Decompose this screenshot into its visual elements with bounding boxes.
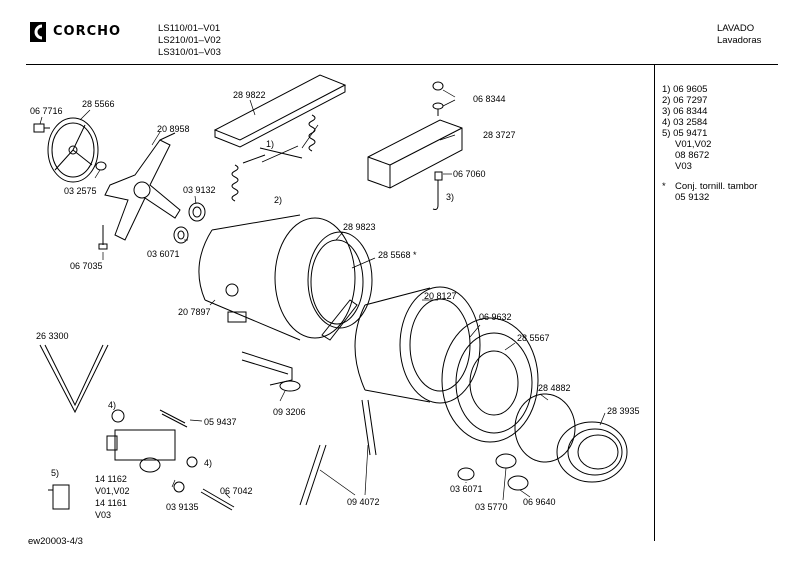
part-label: 20 7897 bbox=[178, 307, 211, 317]
legend-item: Conj. tornill. tambor bbox=[675, 181, 758, 192]
outer-tub-shape bbox=[198, 214, 356, 341]
legend-item: 1) 06 9605 bbox=[662, 84, 708, 95]
document-code: ew20003-4/3 bbox=[28, 536, 83, 547]
legend-item: V03 bbox=[675, 161, 692, 172]
part-label: 06 9632 bbox=[479, 312, 512, 322]
part-label: 28 5568 * bbox=[378, 250, 417, 260]
part-label: 03 5770 bbox=[475, 502, 508, 512]
legend-divider bbox=[654, 65, 655, 541]
part-label: 28 3727 bbox=[483, 130, 516, 140]
legend-item: 3) 06 8344 bbox=[662, 106, 708, 117]
legend-item: 5) 05 9471 bbox=[662, 128, 708, 139]
front-tub-shape bbox=[441, 317, 539, 443]
legend-asterisk: * bbox=[662, 181, 666, 192]
brand-name: CORCHO bbox=[53, 24, 122, 39]
drain-pump-shape bbox=[106, 429, 176, 473]
part-label: 1) bbox=[266, 139, 275, 149]
part-label: 26 3300 bbox=[36, 331, 69, 341]
part-label: 20 8127 bbox=[424, 291, 457, 301]
part-label: 06 7716 bbox=[30, 106, 63, 116]
part-label: 4) bbox=[108, 400, 117, 410]
door-gasket-shape bbox=[556, 421, 628, 483]
part-label: 28 5566 bbox=[82, 99, 115, 109]
legend-item: V01,V02 bbox=[675, 139, 712, 150]
legend-item: 08 8672 bbox=[675, 150, 710, 161]
cable-shape bbox=[159, 409, 186, 424]
tub-ring-shape bbox=[307, 231, 373, 329]
legend-item: 4) 03 2584 bbox=[662, 117, 708, 128]
part-label: 28 5567 bbox=[517, 333, 550, 343]
part-label: V03 bbox=[95, 510, 112, 520]
part-label: V01,V02 bbox=[95, 486, 130, 496]
part-label: 03 6071 bbox=[450, 484, 483, 494]
clamp-ring-shape bbox=[514, 393, 576, 463]
part-label: 28 3935 bbox=[607, 406, 640, 416]
brand-logo-icon bbox=[30, 22, 46, 42]
part-label: 06 9640 bbox=[523, 497, 556, 507]
part-label: 03 2575 bbox=[64, 186, 97, 196]
part-label: 20 8958 bbox=[157, 124, 190, 134]
part-label: 3) bbox=[446, 192, 455, 202]
part-label: 05 9437 bbox=[204, 417, 237, 427]
long-bolt-shape bbox=[434, 171, 443, 181]
part-label: 4) bbox=[204, 458, 213, 468]
washer-shape bbox=[95, 161, 107, 171]
fastener-shape bbox=[173, 481, 185, 493]
part-label: 03 9135 bbox=[166, 502, 199, 512]
clip-shape bbox=[111, 409, 125, 423]
foot-shape bbox=[457, 467, 475, 481]
part-label: 14 1161 bbox=[95, 498, 127, 508]
model-line-1: LS110/01–V01 bbox=[158, 23, 221, 34]
part-label: 06 7035 bbox=[70, 261, 103, 271]
heater-shape bbox=[241, 351, 293, 386]
legend-item: 05 9132 bbox=[675, 192, 710, 203]
part-label: 03 6071 bbox=[147, 249, 180, 259]
inner-drum-shape bbox=[354, 286, 481, 404]
shock-absorber-shape bbox=[299, 399, 377, 506]
part-label: 06 8344 bbox=[473, 94, 506, 104]
drum-spider-shape bbox=[104, 132, 181, 241]
subcategory-label: Lavadoras bbox=[717, 35, 762, 46]
category-label: LAVADO bbox=[717, 23, 755, 34]
screw-shape bbox=[33, 123, 45, 133]
drive-belt-shape bbox=[39, 344, 109, 414]
model-line-2: LS210/01–V02 bbox=[158, 35, 221, 46]
legend-item: 2) 06 7297 bbox=[662, 95, 708, 106]
model-line-3: LS310/01–V03 bbox=[158, 47, 221, 58]
part-label: 06 7060 bbox=[453, 169, 486, 179]
part-label: 5) bbox=[51, 468, 60, 478]
header-divider bbox=[26, 64, 778, 65]
nut-shape bbox=[432, 81, 444, 91]
capacitor-shape bbox=[52, 484, 70, 510]
part-label: 28 9822 bbox=[233, 90, 266, 100]
support-bracket-shape bbox=[321, 299, 358, 341]
part-label: 06 7042 bbox=[220, 486, 253, 496]
part-label: 09 4072 bbox=[347, 497, 380, 507]
part-label: 2) bbox=[274, 195, 283, 205]
part-label: 14 1162 bbox=[95, 474, 127, 484]
part-label: 28 4882 bbox=[538, 383, 571, 393]
part-label: 03 9132 bbox=[183, 185, 216, 195]
part-label: 28 9823 bbox=[343, 222, 376, 232]
bearing-shape bbox=[188, 202, 206, 222]
part-label: 09 3206 bbox=[273, 407, 306, 417]
counterweight-shape bbox=[367, 119, 463, 189]
spring-right-shape bbox=[308, 114, 316, 152]
drum-pulley-shape bbox=[47, 117, 99, 183]
spring-left-shape bbox=[231, 164, 239, 202]
top-bracket-shape bbox=[213, 74, 347, 148]
